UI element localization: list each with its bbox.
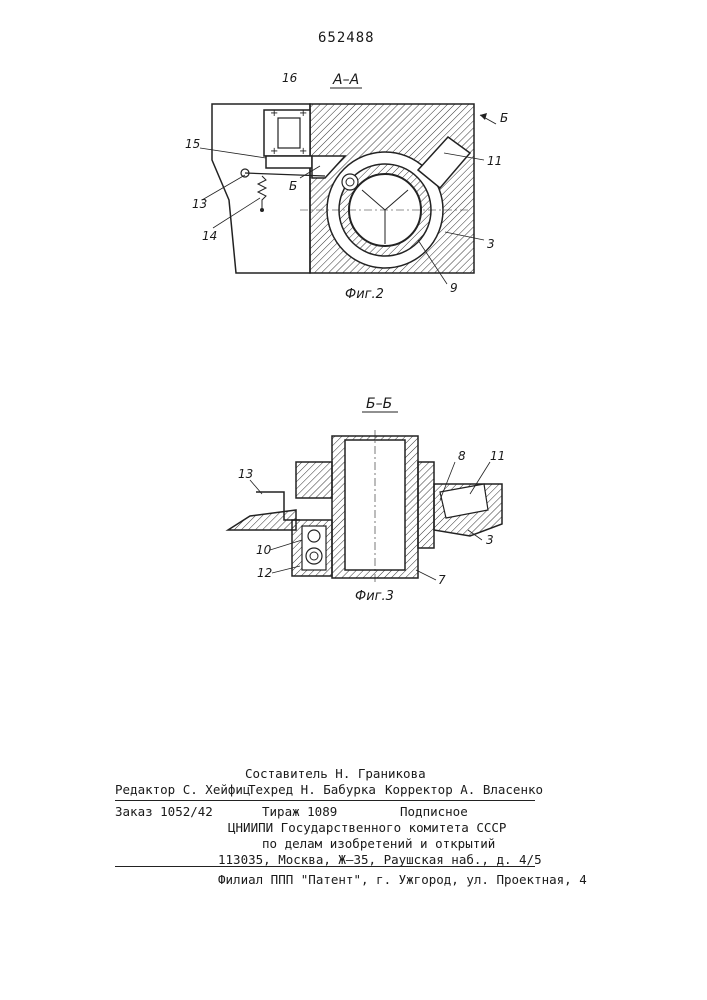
fig2-label-15: 15 xyxy=(185,137,200,151)
fig2-label-3: 3 xyxy=(487,237,495,251)
imprint-institute-line2: по делам изобретений и открытий xyxy=(262,836,495,852)
fig3-label-7: 7 xyxy=(438,573,446,587)
fig2-part-15 xyxy=(266,156,312,168)
fig3-label-11: 11 xyxy=(490,449,505,463)
fig3-label-3: 3 xyxy=(486,533,494,547)
imprint-circulation: Тираж 1089 xyxy=(262,804,337,820)
fig3-label-13: 13 xyxy=(238,467,253,481)
fig2-label-16: 16 xyxy=(282,71,298,85)
fig3-caption: Фиг.3 xyxy=(355,589,394,604)
fig2-label-13: 13 xyxy=(192,197,207,211)
imprint-rule-top xyxy=(115,800,535,801)
fig2-caption: Фиг.2 xyxy=(345,287,384,302)
imprint-techred: Техред Н. Бабурка xyxy=(248,782,376,798)
fig3-label-10: 10 xyxy=(256,543,272,557)
imprint-rule-bottom xyxy=(115,866,535,867)
fig3-label-8: 8 xyxy=(458,449,466,463)
fig2-label-11: 11 xyxy=(487,154,502,168)
fig2-label-9: 9 xyxy=(450,281,458,295)
fig2-spring-14 xyxy=(258,176,266,208)
imprint-order: Заказ 1052/42 xyxy=(115,804,213,820)
imprint-subscription: Подписное xyxy=(400,804,468,820)
imprint-institute-line1: ЦНИИПИ Государственного комитета СССР xyxy=(228,820,506,836)
imprint-corrector: Корректор А. Власенко xyxy=(385,782,543,798)
imprint-compiler: Составитель Н. Граникова xyxy=(245,766,426,782)
fig3-label-12: 12 xyxy=(257,566,272,580)
fig2-label-14: 14 xyxy=(202,229,217,243)
fig2-view-marker: Б xyxy=(500,111,508,125)
svg-text:+: + xyxy=(299,108,307,119)
imprint-branch: Филиал ППП "Патент", г. Ужгород, ул. Про… xyxy=(218,872,587,888)
imprint-editor: Редактор С. Хейфиц xyxy=(115,782,250,798)
fig3-section-label: Б–Б xyxy=(366,396,392,412)
svg-text:+: + xyxy=(270,108,278,119)
fig2-section-label: А–А xyxy=(332,72,359,88)
fig2-label-6: Б xyxy=(289,179,297,193)
